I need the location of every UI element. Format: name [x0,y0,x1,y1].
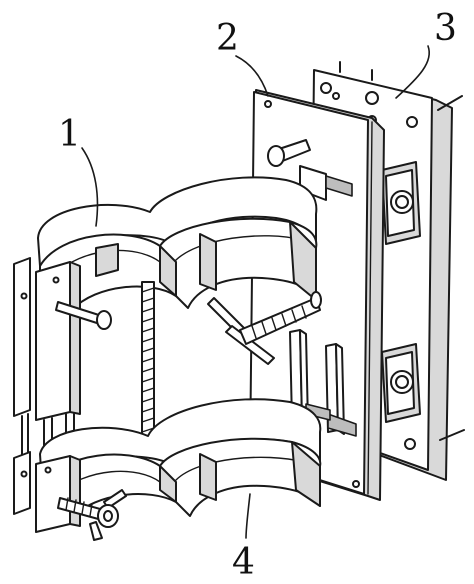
callout-3: 3 [395,8,457,99]
lower-clamp-hoop [39,398,322,521]
leader-line-3 [395,45,431,99]
callout-label-1: 1 [58,114,81,155]
callout-1: 1 [58,114,99,227]
lower-wing-screw [57,489,127,541]
callout-label-3: 3 [434,8,457,49]
callout-label-4: 4 [232,542,255,583]
callout-4: 4 [232,493,255,583]
left-side-plate [13,257,81,469]
callout-2: 2 [216,18,269,97]
spacer-block-lower [381,343,421,423]
callout-label-2: 2 [216,18,239,59]
lower-side-plate [13,451,81,533]
upper-clamp-hoop [37,176,318,313]
leader-line-1 [81,147,99,227]
left-locating-pin [55,301,112,330]
leader-line-2 [235,55,269,97]
center-wing-screw [207,291,322,365]
spacer-block-upper [381,161,421,245]
leader-line-4 [245,493,251,539]
threaded-screw-rod [141,281,155,451]
vertical-guide-bars [289,329,357,437]
